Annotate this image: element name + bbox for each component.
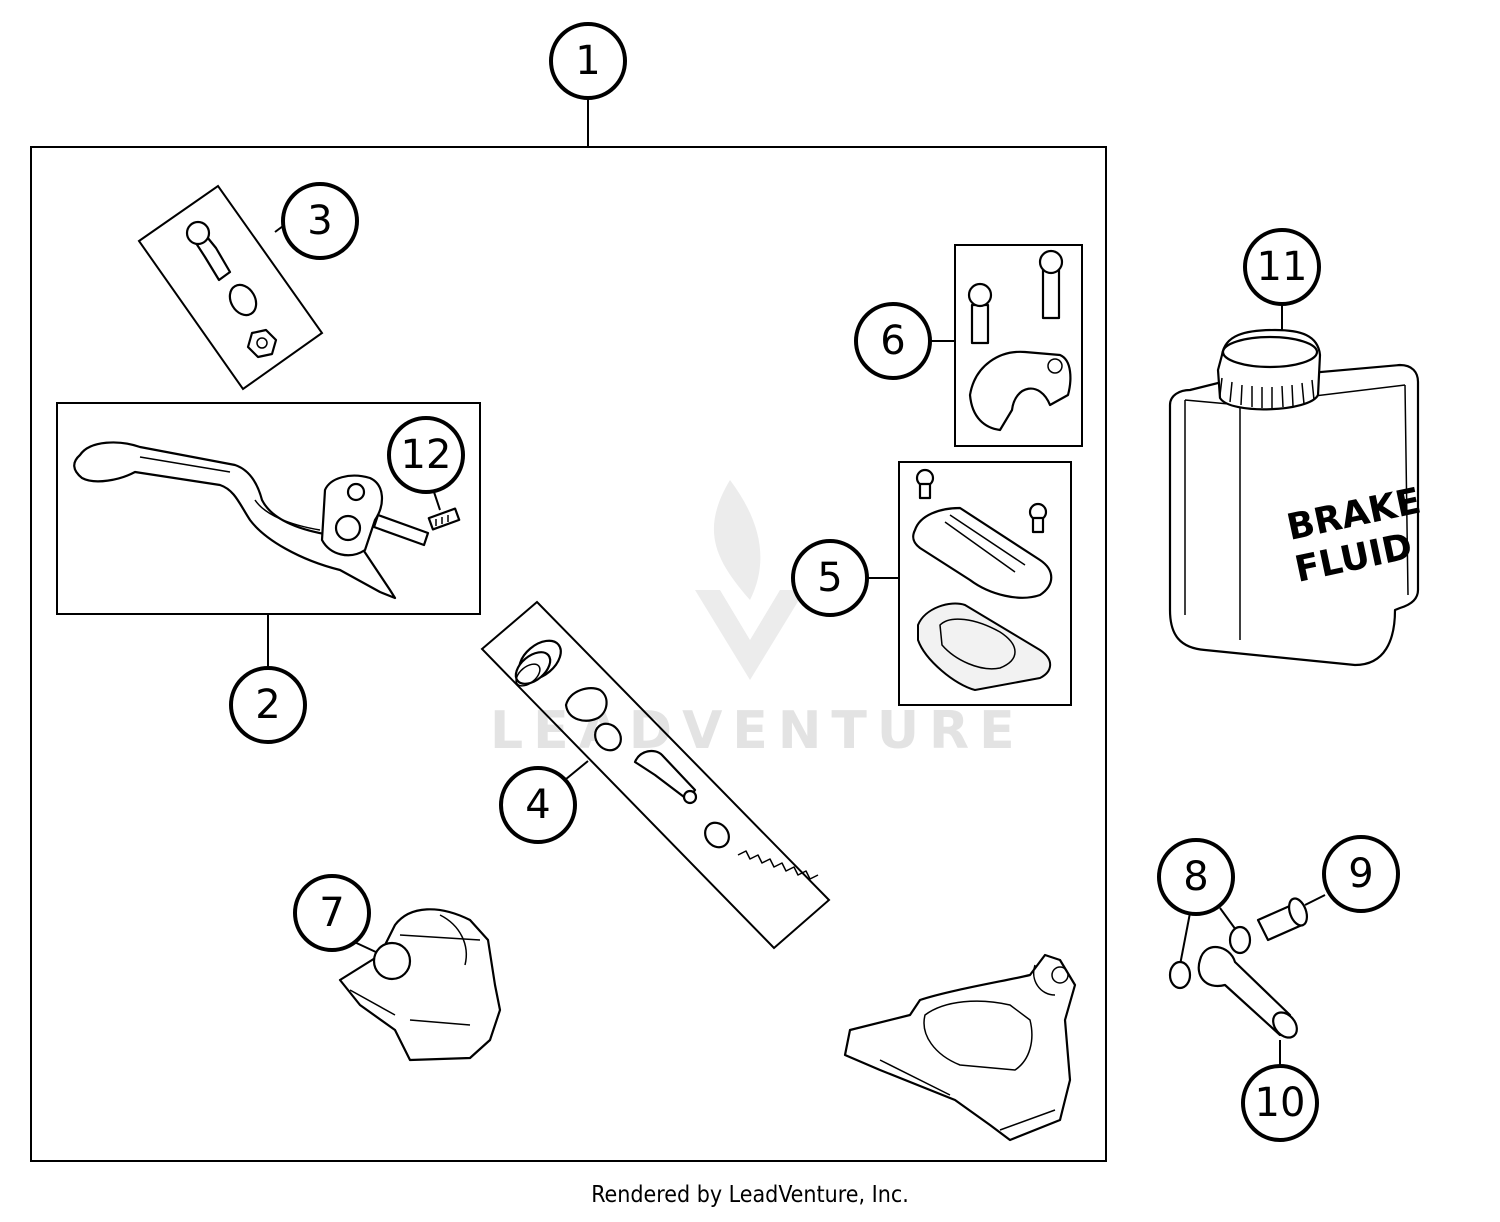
nut-icon	[246, 328, 278, 359]
clamp-bolt-icon	[970, 303, 990, 345]
reservoir-cover-icon	[912, 506, 1053, 599]
callout-7[interactable]: 7	[293, 874, 371, 952]
kit-box-3	[137, 184, 324, 391]
piston-kit-box-4	[480, 600, 831, 950]
piston-seal-icon	[704, 821, 730, 849]
callout-5-label: 5	[817, 555, 842, 601]
callout-10-label: 10	[1255, 1080, 1306, 1126]
callout-12-label: 12	[401, 432, 452, 478]
washer-icon	[594, 722, 622, 752]
callout-2-label: 2	[255, 682, 280, 728]
callout-6[interactable]: 6	[854, 302, 932, 380]
lever-box-2	[56, 402, 481, 667]
callout-12[interactable]: 12	[387, 416, 465, 494]
sealing-ring-icon	[1168, 960, 1192, 990]
callout-11[interactable]: 11	[1243, 228, 1321, 306]
callout-11-label: 11	[1257, 244, 1308, 290]
callout-3[interactable]: 3	[281, 182, 359, 260]
piston-spring-icon	[737, 850, 819, 880]
assembly-frame	[30, 146, 1107, 1162]
watermark-logo-icon	[695, 480, 805, 680]
master-cylinder-7	[338, 908, 502, 1062]
brake-lever-icon	[73, 441, 397, 600]
brake-fluid-bottle: BRAKE FLUID	[1168, 305, 1424, 667]
leader-12	[433, 491, 441, 511]
callout-9[interactable]: 9	[1322, 835, 1400, 913]
callout-5[interactable]: 5	[791, 539, 869, 617]
circlip-icon	[564, 687, 608, 722]
callout-8-label: 8	[1183, 854, 1208, 900]
callout-4[interactable]: 4	[499, 766, 577, 844]
callout-4-label: 4	[525, 782, 550, 828]
banjo-fittings	[1168, 894, 1326, 1070]
callout-9-label: 9	[1348, 851, 1373, 897]
watermark: LEADVENTURE	[490, 480, 1015, 761]
cover-box-5	[868, 461, 1072, 706]
callout-8[interactable]: 8	[1157, 838, 1235, 916]
callout-3-label: 3	[307, 198, 332, 244]
render-credit: Rendered by LeadVenture, Inc.	[591, 1182, 909, 1208]
sleeve-icon	[228, 283, 258, 317]
callout-7-label: 7	[319, 890, 344, 936]
seal-boot-icon	[514, 639, 562, 687]
spring-pin-icon	[427, 507, 461, 531]
callout-1[interactable]: 1	[549, 22, 627, 100]
lever-pivot-icon	[320, 474, 383, 557]
clamp-cap-icon	[968, 350, 1072, 432]
callout-2[interactable]: 2	[229, 666, 307, 744]
master-cylinder-body	[843, 953, 1077, 1142]
adjuster-pin-icon	[372, 513, 430, 547]
callout-10[interactable]: 10	[1241, 1064, 1319, 1142]
callout-6-label: 6	[880, 318, 905, 364]
cover-gasket-icon	[917, 602, 1052, 691]
clamp-box-6	[930, 244, 1083, 447]
callout-1-label: 1	[575, 38, 600, 84]
